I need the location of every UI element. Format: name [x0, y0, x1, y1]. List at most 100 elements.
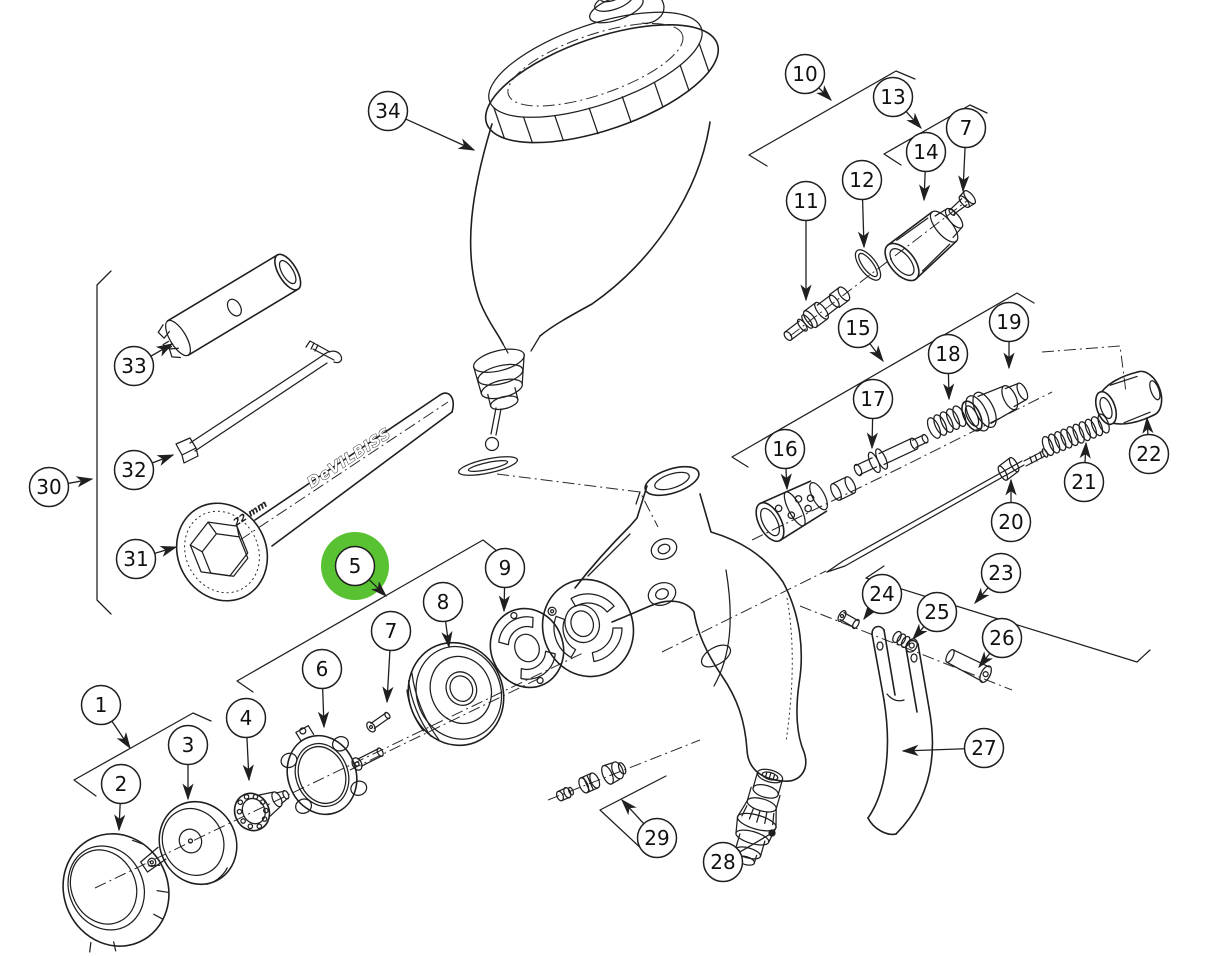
- callout-number: 17: [860, 387, 885, 411]
- packing-bushing-drawing: [961, 382, 1029, 432]
- callout-27[interactable]: 27: [901, 727, 1005, 769]
- valve-housing-drawing: [884, 207, 964, 282]
- baffle-screw-a: [366, 711, 391, 733]
- callout-28[interactable]: 28: [702, 829, 776, 883]
- callout-13[interactable]: 13: [872, 76, 922, 130]
- callout-2[interactable]: 2: [100, 763, 142, 832]
- callout-10[interactable]: 10: [784, 53, 832, 101]
- callout-1[interactable]: 1: [80, 684, 131, 750]
- air-valve-group-drawing: [748, 70, 988, 342]
- callout-17[interactable]: 17: [852, 378, 894, 450]
- callout-6[interactable]: 6: [301, 648, 343, 729]
- callout-22[interactable]: 22: [1128, 416, 1170, 475]
- callout-bubble: [988, 301, 1030, 343]
- group15-bracket: [731, 292, 1035, 468]
- hex-key-drawing: [175, 340, 343, 464]
- callout-bubble: [1063, 461, 1105, 503]
- leader-line: [869, 343, 884, 363]
- callout-21[interactable]: 21: [1063, 441, 1105, 503]
- packing-spring-drawing: [926, 405, 967, 439]
- callout-bubble: [113, 449, 155, 491]
- leader-line: [863, 603, 878, 621]
- fluid-inlet-assembly-drawing: [734, 768, 784, 866]
- needle-packing-group-drawing: [731, 292, 1127, 543]
- callout-number: 14: [913, 140, 938, 164]
- callout-7-front[interactable]: 7: [370, 610, 412, 704]
- leader-line: [317, 688, 330, 729]
- callout-bubble: [484, 547, 526, 589]
- callout-9[interactable]: 9: [484, 547, 526, 613]
- callout-12[interactable]: 12: [841, 159, 883, 249]
- callout-number: 13: [880, 85, 905, 109]
- callout-bubble: [861, 573, 903, 615]
- paint-cup-drawing: [457, 0, 720, 528]
- callout-30[interactable]: 30: [28, 466, 94, 508]
- leader-line: [242, 737, 254, 782]
- callout-number: 22: [1136, 442, 1161, 466]
- retaining-ring-drawing: [62, 833, 170, 953]
- leader-line: [901, 744, 965, 757]
- callout-23[interactable]: 23: [974, 552, 1022, 605]
- callout-34[interactable]: 34: [367, 90, 476, 151]
- gun-body-drawing: [541, 465, 827, 782]
- callout-18[interactable]: 18: [927, 333, 969, 401]
- callout-33[interactable]: 33: [113, 343, 174, 387]
- callout-bubble: [963, 727, 1005, 769]
- leader-line: [978, 651, 994, 669]
- callout-number: 24: [869, 582, 894, 606]
- leader-line: [154, 546, 178, 557]
- callout-bubble: [422, 581, 464, 623]
- callout-bubble: [764, 428, 806, 470]
- leader-line: [739, 829, 776, 853]
- leader-line: [368, 579, 388, 597]
- callout-24[interactable]: 24: [861, 573, 903, 621]
- leader-line: [441, 621, 453, 649]
- callout-bubble: [367, 90, 409, 132]
- callout-26[interactable]: 26: [978, 617, 1023, 669]
- callout-bubble: [702, 841, 744, 883]
- leader-line: [866, 418, 878, 450]
- packing-nut-drawing: [830, 476, 857, 501]
- callout-number: 27: [971, 736, 996, 760]
- callout-31[interactable]: 31: [115, 538, 178, 580]
- callout-bubble: [115, 538, 157, 580]
- callout-25[interactable]: 25: [912, 591, 958, 641]
- callout-number: 1: [95, 693, 108, 717]
- callout-32[interactable]: 32: [113, 449, 175, 491]
- callout-15[interactable]: 15: [837, 307, 884, 363]
- separator-gasket-drawing: [489, 607, 565, 689]
- group1-bracket: [73, 712, 212, 797]
- callout-7-top[interactable]: 7: [945, 107, 987, 193]
- callout-bubble: [636, 817, 678, 859]
- callout-number: 32: [121, 458, 146, 482]
- callout-3[interactable]: 3: [167, 724, 209, 801]
- leader-line: [905, 111, 922, 130]
- gun-front-flange: [541, 578, 635, 678]
- front-end-parts-drawing: [62, 539, 586, 953]
- callout-bubble: [80, 684, 122, 726]
- callout-bubble: [784, 53, 826, 95]
- callout-14[interactable]: 14: [905, 131, 947, 202]
- callout-19[interactable]: 19: [988, 301, 1030, 370]
- air-cap-drawing: [140, 800, 238, 886]
- callout-20[interactable]: 20: [990, 478, 1032, 543]
- callout-number: 29: [644, 826, 669, 850]
- leader-line: [151, 454, 175, 466]
- leader-line: [958, 147, 970, 193]
- callout-16[interactable]: 16: [764, 428, 806, 491]
- callout-number: 10: [792, 62, 817, 86]
- callout-5[interactable]: 5: [321, 532, 389, 600]
- callout-29[interactable]: 29: [621, 798, 678, 859]
- callout-bubble: [927, 333, 969, 375]
- callout-4[interactable]: 4: [225, 697, 267, 782]
- callout-8[interactable]: 8: [422, 581, 464, 649]
- leader-line: [919, 171, 931, 202]
- inlet-group-drawing: [547, 739, 784, 866]
- leader-line: [621, 798, 645, 825]
- callout-bubble: [945, 107, 987, 149]
- cup-seal: [457, 456, 519, 476]
- callout-11[interactable]: 11: [785, 180, 827, 302]
- leader-line: [68, 476, 94, 488]
- callout-bubble: [841, 159, 883, 201]
